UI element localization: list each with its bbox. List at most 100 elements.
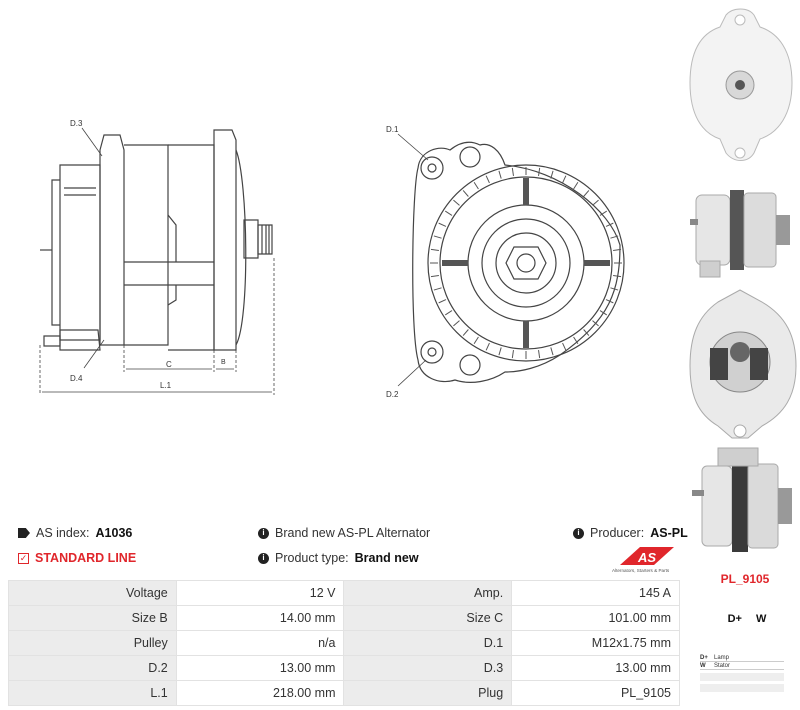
label-b: B bbox=[221, 359, 226, 366]
product-type-label: Product type: bbox=[275, 551, 349, 565]
as-index-value: A1036 bbox=[95, 526, 133, 540]
tag-icon bbox=[18, 528, 30, 538]
info-icon: i bbox=[258, 552, 269, 564]
spec-key: D.3 bbox=[343, 655, 513, 681]
spec-key: Size C bbox=[343, 605, 513, 631]
plug-legend: D+ Lamp W Stator bbox=[700, 654, 784, 692]
photo-side-view[interactable] bbox=[688, 175, 800, 285]
as-pl-logo: AS Alternators, Starters & Parts bbox=[610, 545, 680, 575]
fan-slot bbox=[583, 329, 590, 336]
legend-row: D+ Lamp bbox=[700, 654, 784, 662]
as-index-label: AS index: bbox=[36, 526, 90, 540]
fan-slot bbox=[562, 175, 567, 184]
fan-slot bbox=[473, 181, 479, 190]
spec-value: M12x1.75 mm bbox=[511, 630, 680, 656]
as-index: AS index: A1036 bbox=[18, 526, 132, 540]
fan-slot bbox=[430, 275, 439, 278]
fan-slots bbox=[430, 167, 622, 359]
label-d1: D.1 bbox=[386, 125, 399, 134]
plug-title[interactable]: PL_9105 bbox=[720, 572, 770, 586]
producer: i Producer: AS-PL bbox=[573, 526, 688, 540]
spec-value: 12 V bbox=[175, 580, 345, 606]
fan-slot bbox=[599, 210, 608, 216]
checkbox-icon: ✓ bbox=[18, 552, 29, 564]
fan-slot bbox=[438, 222, 447, 227]
legend-pin: W bbox=[700, 662, 706, 669]
label-c: C bbox=[166, 360, 172, 369]
product-type-value: Brand new bbox=[354, 551, 419, 565]
label-d4: D.4 bbox=[70, 374, 83, 383]
fan-slot bbox=[473, 336, 479, 345]
photo-top-view[interactable] bbox=[688, 446, 800, 566]
fan-slot bbox=[462, 329, 469, 336]
plug-pins: D+ W bbox=[712, 613, 782, 625]
fan-slot bbox=[610, 287, 619, 291]
product-type: i Product type: Brand new bbox=[258, 551, 419, 565]
legend-desc: Stator bbox=[714, 662, 731, 669]
fan-slot bbox=[485, 175, 490, 184]
spec-value: 218.00 mm bbox=[175, 680, 345, 706]
fan-slot bbox=[462, 190, 469, 197]
side-view-drawing: D.3 D.4 C B L.1 D.1 D.2 bbox=[39, 119, 625, 399]
legend-blank-row bbox=[700, 684, 784, 692]
svg-text:Alternators, Starters & Parts: Alternators, Starters & Parts bbox=[612, 568, 670, 573]
label-d2: D.2 bbox=[386, 390, 399, 399]
as-pl-logo-graphic: AS Alternators, Starters & Parts bbox=[612, 547, 674, 573]
front-view-drawing bbox=[412, 141, 625, 383]
fan-slot bbox=[550, 170, 554, 179]
legend-blank-row bbox=[700, 673, 784, 681]
fan-slot bbox=[583, 190, 590, 197]
plug-pin: W bbox=[755, 613, 767, 625]
fan-slot bbox=[485, 342, 490, 351]
fan-slot bbox=[592, 199, 599, 206]
label-d3: D.3 bbox=[70, 119, 83, 128]
fan-slot bbox=[573, 181, 579, 190]
legend-row: W Stator bbox=[700, 662, 784, 670]
spec-key: Amp. bbox=[343, 580, 513, 606]
spec-key: Size B bbox=[8, 605, 177, 631]
table-row: Voltage 12 V Amp. 145 A bbox=[8, 580, 680, 606]
photo-rear-view[interactable] bbox=[688, 288, 800, 443]
table-row: Size B 14.00 mm Size C 101.00 mm bbox=[8, 605, 680, 631]
fan-slot bbox=[511, 350, 514, 359]
spec-value: 14.00 mm bbox=[175, 605, 345, 631]
product-info: AS index: A1036 i Brand new AS-PL Altern… bbox=[0, 520, 690, 582]
table-row: Pulley n/a D.1 M12x1.75 mm bbox=[8, 630, 680, 656]
spec-value: PL_9105 bbox=[511, 680, 680, 706]
spec-key: Pulley bbox=[8, 630, 177, 656]
legend-desc: Lamp bbox=[714, 654, 730, 661]
plug-pin: D+ bbox=[727, 613, 742, 625]
fan-slot bbox=[453, 320, 460, 327]
fan-slot bbox=[613, 248, 622, 251]
fan-slot bbox=[444, 210, 453, 216]
label-l1: L.1 bbox=[160, 381, 172, 390]
svg-text:AS: AS bbox=[637, 550, 656, 565]
spec-key: D.2 bbox=[8, 655, 177, 681]
standard-line-label: STANDARD LINE bbox=[35, 551, 137, 565]
table-row: D.2 13.00 mm D.3 13.00 mm bbox=[8, 655, 680, 681]
fan-slot bbox=[433, 287, 442, 291]
technical-drawing: D.3 D.4 C B L.1 D.1 D.2 bbox=[39, 119, 625, 399]
fan-slot bbox=[444, 310, 453, 316]
fan-slot bbox=[573, 336, 579, 345]
product-photos bbox=[688, 0, 800, 600]
spec-value: 101.00 mm bbox=[511, 605, 680, 631]
fan-slot bbox=[562, 342, 567, 351]
fan-slot bbox=[610, 235, 619, 239]
standard-line[interactable]: ✓ STANDARD LINE bbox=[18, 551, 136, 565]
description-text: Brand new AS-PL Alternator bbox=[275, 526, 431, 540]
info-icon: i bbox=[573, 527, 584, 539]
table-row: L.1 218.00 mm Plug PL_9105 bbox=[8, 680, 680, 706]
producer-value: AS-PL bbox=[650, 526, 688, 540]
fan-slot bbox=[550, 347, 554, 356]
fan-slot bbox=[511, 167, 514, 176]
fan-slot bbox=[498, 347, 502, 356]
fan-slot bbox=[538, 350, 541, 359]
fan-slot bbox=[433, 235, 442, 239]
fan-slot bbox=[430, 248, 439, 251]
fan-slot bbox=[605, 299, 614, 304]
producer-label: Producer: bbox=[590, 526, 645, 540]
photo-front-view[interactable] bbox=[688, 5, 800, 170]
spec-value: n/a bbox=[175, 630, 345, 656]
fan-slot bbox=[438, 299, 447, 304]
